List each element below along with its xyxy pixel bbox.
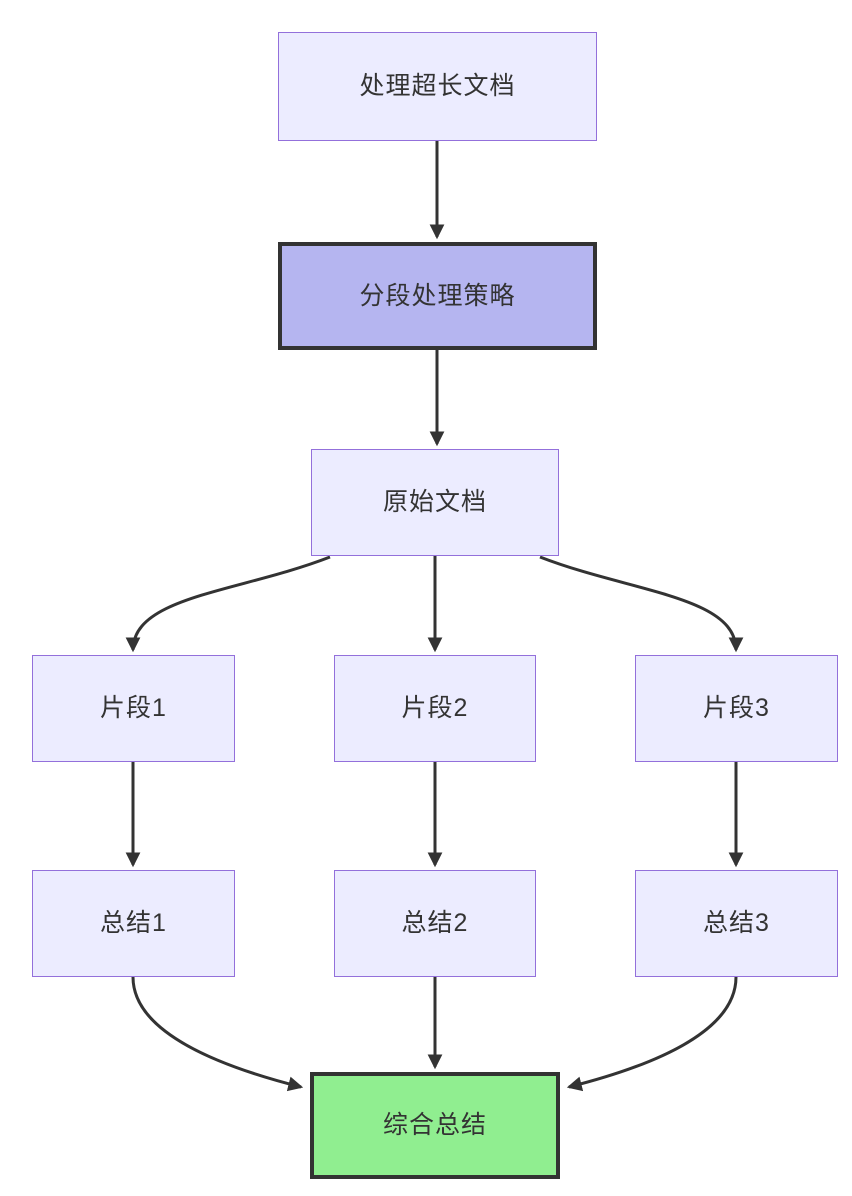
- node-fragment-2: 片段2: [334, 655, 536, 762]
- edge-summary3-to-final: [566, 976, 738, 1092]
- node-fragment-1: 片段1: [32, 655, 235, 762]
- node-process-long-document: 处理超长文档: [278, 32, 597, 141]
- node-summary-1: 总结1: [32, 870, 235, 977]
- edge-original-to-fragment1: [125, 555, 331, 653]
- edge-summary1-to-final: [131, 976, 304, 1092]
- node-summary-2: 总结2: [334, 870, 536, 977]
- node-fragment-3: 片段3: [635, 655, 838, 762]
- edge-original-to-fragment3: [539, 555, 744, 653]
- node-original-document: 原始文档: [311, 449, 559, 556]
- node-final-summary: 综合总结: [310, 1072, 560, 1179]
- node-segmentation-strategy: 分段处理策略: [278, 242, 597, 350]
- node-summary-3: 总结3: [635, 870, 838, 977]
